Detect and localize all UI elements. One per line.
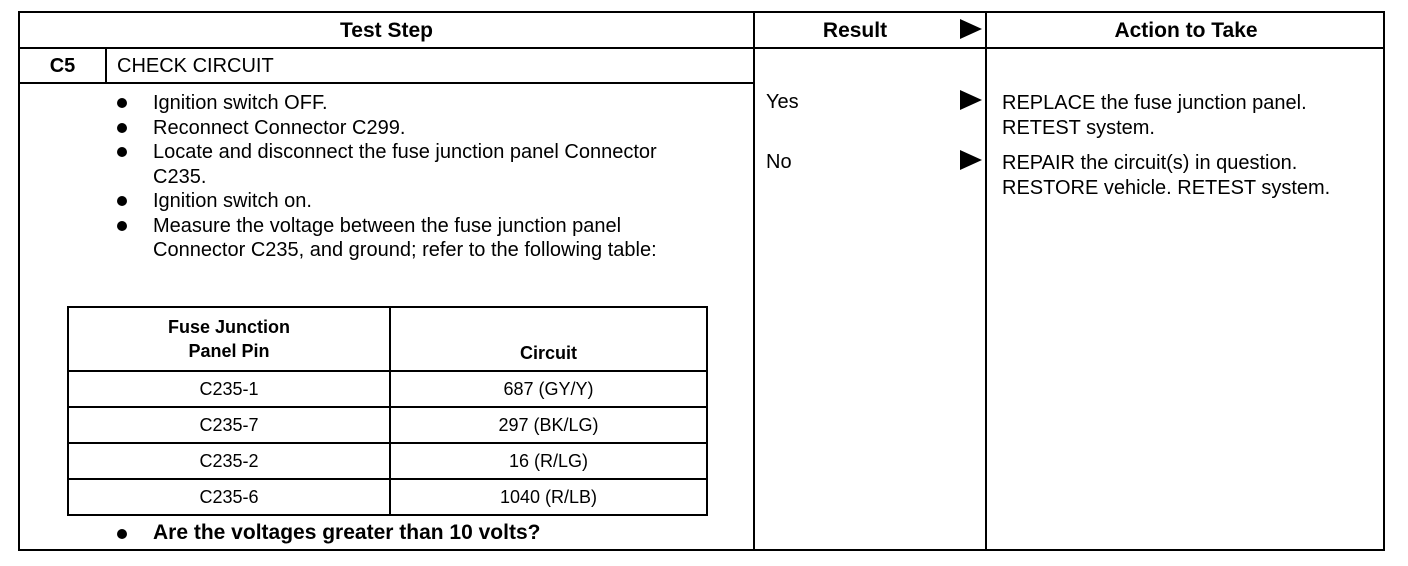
- table-row: C235-2 16 (R/LG): [67, 442, 708, 480]
- action-yes: REPLACE the fuse junction panel. RETEST …: [1002, 92, 1307, 139]
- instruction-item: Ignition switch on.: [110, 189, 710, 214]
- table-header-row: Fuse Junction Panel Pin Circuit: [67, 306, 708, 372]
- step-title-divider: [20, 82, 753, 84]
- circuit-cell: 297 (BK/LG): [389, 406, 708, 444]
- action-no: REPAIR the circuit(s) in question. RESTO…: [1002, 152, 1331, 199]
- header-divider: [20, 47, 1383, 49]
- bullet-icon: [117, 196, 127, 206]
- circuit-column-header: Circuit: [389, 306, 708, 372]
- header-action: Action to Take: [1114, 19, 1258, 42]
- bullet-icon: [117, 529, 127, 539]
- pin-cell: C235-7: [67, 406, 391, 444]
- result-yes: Yes: [766, 91, 799, 113]
- instruction-item: Measure the voltage between the fuse jun…: [110, 214, 683, 263]
- arrow-right-icon: [960, 150, 982, 170]
- instruction-item: Reconnect Connector C299.: [110, 116, 710, 141]
- bullet-icon: [117, 98, 127, 108]
- table-row: C235-7 297 (BK/LG): [67, 406, 708, 444]
- pin-cell: C235-2: [67, 442, 391, 480]
- column-divider-result: [753, 13, 755, 549]
- step-id: C5: [49, 55, 76, 77]
- header-test-step: Test Step: [340, 19, 433, 42]
- header-arrow-icon: [960, 19, 982, 39]
- instruction-item: Locate and disconnect the fuse junction …: [110, 140, 673, 189]
- result-no: No: [766, 151, 792, 173]
- table-row: C235-1 687 (GY/Y): [67, 370, 708, 408]
- instruction-list: Ignition switch OFF. Reconnect Connector…: [110, 91, 710, 263]
- pin-cell: C235-1: [67, 370, 391, 408]
- column-divider-action: [985, 13, 987, 549]
- step-title: CHECK CIRCUIT: [117, 55, 274, 77]
- circuit-cell: 1040 (R/LB): [389, 478, 708, 516]
- pin-column-header: Fuse Junction Panel Pin: [67, 306, 391, 372]
- step-id-divider: [105, 47, 107, 83]
- arrow-right-icon: [960, 90, 982, 110]
- circuit-cell: 16 (R/LG): [389, 442, 708, 480]
- pin-circuit-table: Fuse Junction Panel Pin Circuit C235-1 6…: [67, 306, 708, 516]
- instruction-item: Ignition switch OFF.: [110, 91, 710, 116]
- bullet-icon: [117, 220, 127, 231]
- diagnostic-table: Test Step Result Action to Take C5 CHECK…: [18, 11, 1385, 551]
- bullet-icon: [117, 122, 127, 133]
- pin-cell: C235-6: [67, 478, 391, 516]
- header-result: Result: [822, 19, 888, 42]
- step-question: Are the voltages greater than 10 volts?: [110, 521, 540, 545]
- table-row: C235-6 1040 (R/LB): [67, 478, 708, 516]
- circuit-cell: 687 (GY/Y): [389, 370, 708, 408]
- bullet-icon: [117, 147, 127, 157]
